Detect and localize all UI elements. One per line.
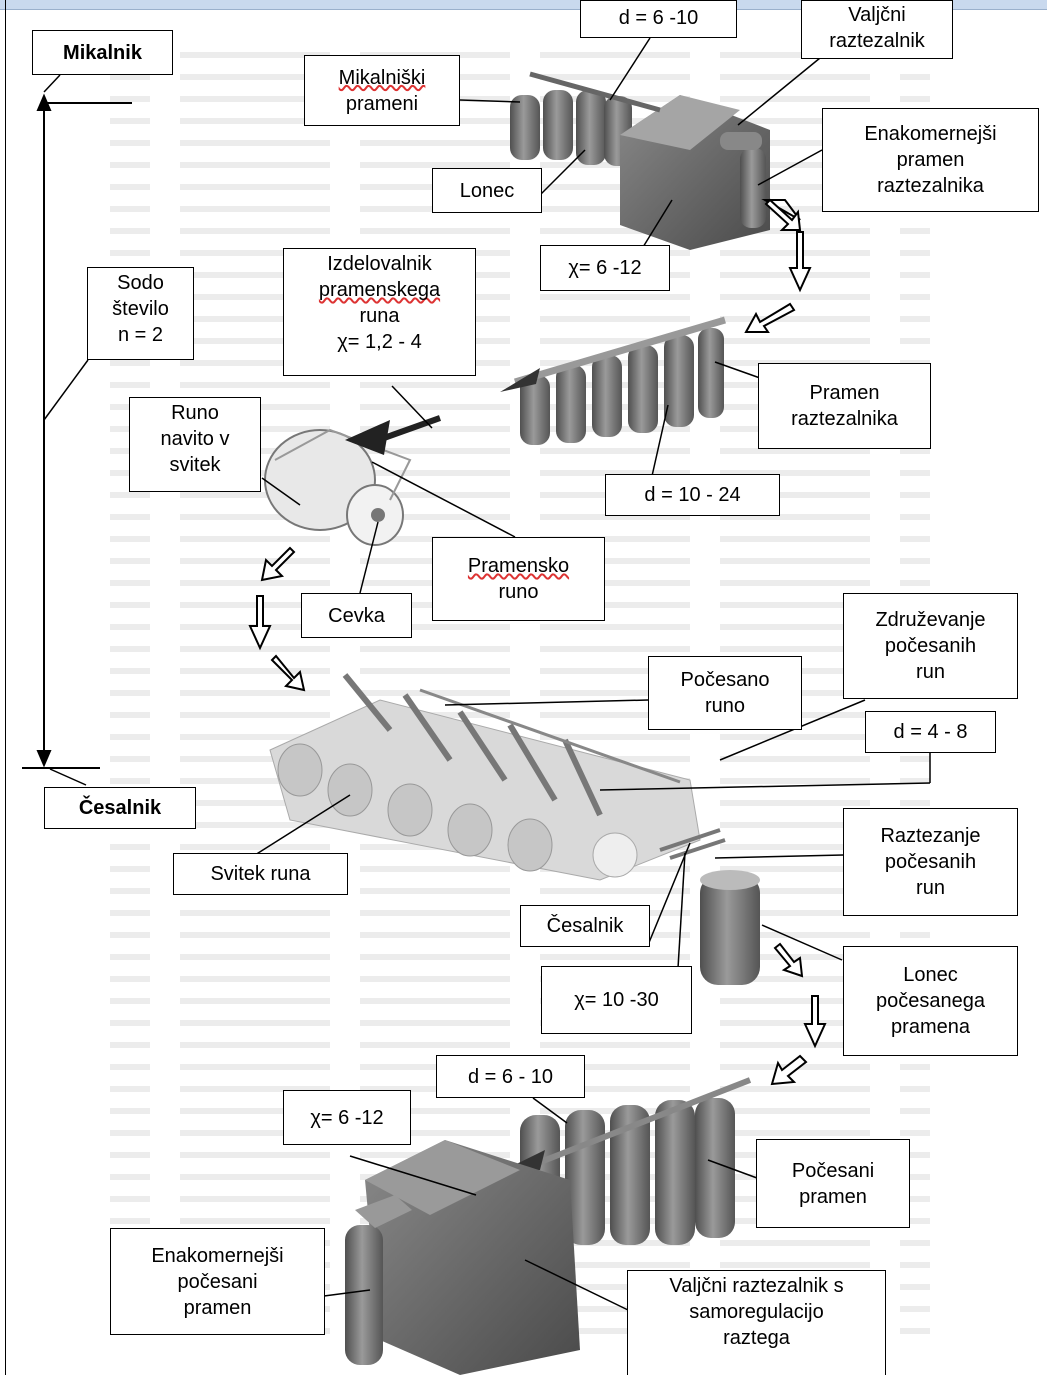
label-d-10-24: d = 10 - 24 bbox=[605, 474, 780, 516]
label-chi-bottom: χ= 6 -12 bbox=[283, 1090, 411, 1145]
stage-label-mikalnik: Mikalnik bbox=[32, 30, 173, 75]
stage-label-cesalnik: Česalnik bbox=[44, 787, 196, 829]
label-chi-10-30: χ= 10 -30 bbox=[541, 966, 692, 1034]
label-cesalnik: Česalnik bbox=[520, 905, 650, 947]
label-svitek-runa: Svitek runa bbox=[173, 853, 348, 895]
label-lonec: Lonec bbox=[432, 168, 542, 213]
label-cevka: Cevka bbox=[301, 593, 412, 638]
label-d-6-10-bottom: d = 6 - 10 bbox=[436, 1055, 585, 1098]
label-d-top: d = 6 -10 bbox=[580, 0, 737, 38]
label-chi-top: χ= 6 -12 bbox=[540, 245, 670, 291]
cans-row-top bbox=[510, 90, 632, 166]
label-d-4-8: d = 4 - 8 bbox=[865, 711, 996, 753]
